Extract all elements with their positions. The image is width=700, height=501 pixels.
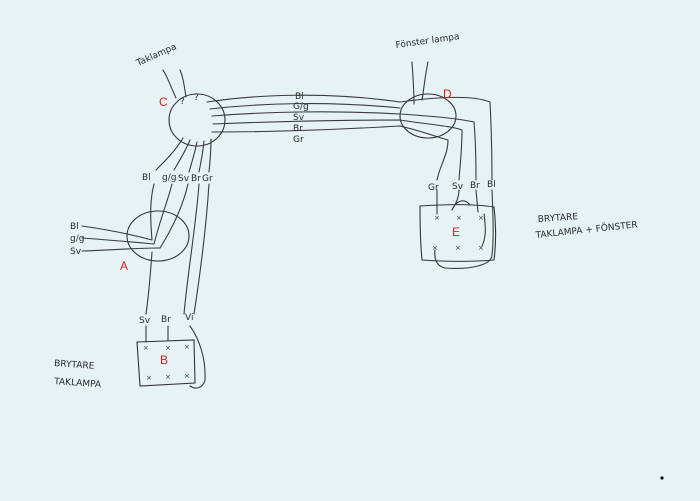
switch-b-box <box>136 339 196 387</box>
cable-c-a-wire <box>198 140 205 173</box>
switch-e-box <box>419 204 497 263</box>
wire-label: Br <box>161 315 171 325</box>
wire-label: Sv <box>178 174 190 184</box>
cable-c-a-wire <box>153 183 173 245</box>
wire-label: Gr <box>428 183 439 193</box>
wire-label: Br <box>470 181 480 191</box>
terminal-mark: × <box>455 244 461 252</box>
switch-e-wire <box>434 189 494 269</box>
terminal-mark: × <box>143 344 149 352</box>
terminal-mark: × <box>165 373 171 381</box>
cable-c-d-wire <box>206 94 493 181</box>
cable-c-a-wire <box>150 183 155 241</box>
terminal-mark: × <box>146 374 152 382</box>
cable-c-d-wire <box>209 103 401 110</box>
wire-label: Sv <box>70 247 82 257</box>
wire-label: Vi <box>185 313 193 323</box>
node-label-c: C <box>159 95 168 109</box>
wire-label: Gr <box>293 135 304 145</box>
switch-b-caption: TAKLAMPA <box>53 377 102 390</box>
cable-c-a-wire <box>183 183 200 315</box>
terminal-mark: × <box>478 244 484 252</box>
node-label-b: B <box>160 353 168 367</box>
wire-label: G/g <box>293 102 309 112</box>
switch-b-caption: BRYTARE <box>54 359 95 372</box>
terminal-mark: × <box>184 372 190 380</box>
node-label-a: A <box>120 259 128 273</box>
cable-c-d-wire <box>212 119 463 181</box>
switch-b-wire <box>189 325 206 389</box>
taklampa-feed-wire <box>179 69 187 98</box>
switch-e-wire <box>475 189 479 213</box>
wire-label: Gr <box>202 174 213 184</box>
cable-c-d-wire <box>211 111 477 181</box>
wire-label: g/g <box>162 173 176 183</box>
a-b-wire <box>145 251 153 315</box>
wire-label: Sv <box>139 316 151 326</box>
junction-d <box>399 93 457 139</box>
terminal-mark: × <box>478 214 484 222</box>
incoming-wire <box>81 247 161 252</box>
incoming-wire <box>81 237 155 245</box>
switch-e-wire <box>451 189 471 211</box>
cable-c-a-wire <box>155 137 184 171</box>
terminal-mark: × <box>165 344 171 352</box>
cable-c-a-wire <box>159 183 189 249</box>
cable-c-d-wire <box>211 125 449 181</box>
wire-label: Br <box>293 124 303 134</box>
wire-label: Bl <box>295 92 304 102</box>
wire-label: Br <box>191 174 201 184</box>
fonster-lampa-label: Fönster lampa <box>395 32 460 51</box>
wire-label: Bl <box>487 180 496 190</box>
switch-e-wire <box>481 213 486 247</box>
question-mark: ? <box>180 97 185 107</box>
cable-c-a-wire <box>208 138 212 173</box>
switch-e-caption: BRYTARE <box>538 212 579 225</box>
wire-label: Sv <box>293 113 305 123</box>
incoming-wire <box>81 225 153 241</box>
node-label-d: D <box>443 87 452 101</box>
question-mark: ? <box>194 93 199 103</box>
taklampa-feed-wire <box>162 69 177 99</box>
junction-c <box>168 93 226 147</box>
terminal-mark: × <box>432 244 438 252</box>
cable-c-a-wire <box>193 183 210 315</box>
cable-c-a-wire <box>188 141 198 173</box>
terminal-mark: × <box>456 214 462 222</box>
junction-a <box>126 210 190 262</box>
wire-label: g/g <box>70 234 84 244</box>
node-label-e: E <box>452 225 460 239</box>
wire-label: Bl <box>142 173 151 183</box>
terminal-mark: × <box>184 343 190 351</box>
wire-label: Bl <box>70 222 79 232</box>
ink-dot <box>660 476 664 480</box>
taklampa-label: Taklampa <box>134 42 178 69</box>
fonster-lampa-feed-wire <box>421 61 429 101</box>
wire-label: Sv <box>452 182 464 192</box>
cable-c-a-wire <box>173 139 191 171</box>
terminal-mark: × <box>434 214 440 222</box>
